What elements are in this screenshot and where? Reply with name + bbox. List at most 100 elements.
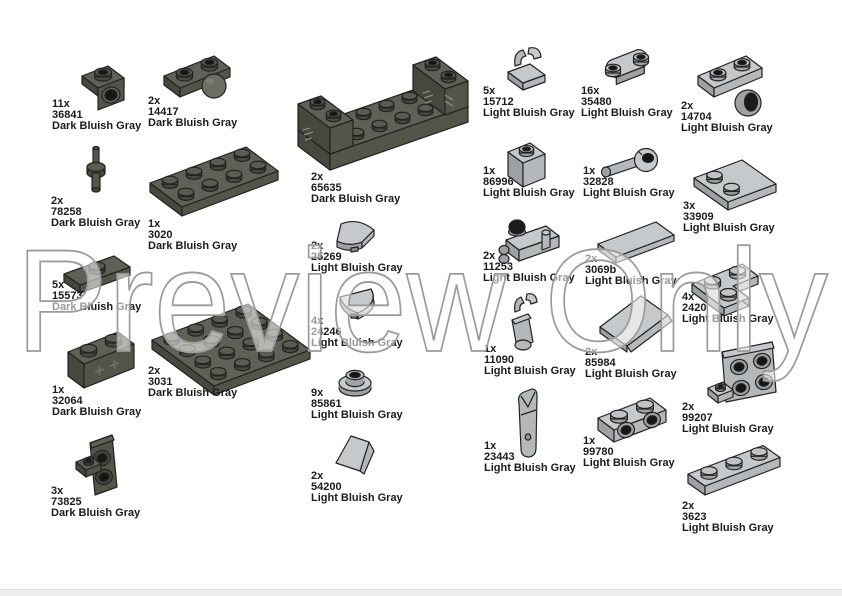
part-number: 3020 xyxy=(148,229,173,242)
part-number: 11090 xyxy=(484,354,514,367)
part-qty: 1x xyxy=(484,343,497,355)
part-number: 99207 xyxy=(682,412,713,425)
part-number: 86996 xyxy=(483,176,514,189)
part-color-name: Light Bluish Gray xyxy=(682,313,774,326)
part-color-name: Light Bluish Gray xyxy=(483,107,575,120)
part-number: 33909 xyxy=(683,211,714,224)
part-qty: 2x xyxy=(311,470,324,482)
part-number: 65635 xyxy=(311,182,342,195)
part-image-73825 xyxy=(75,434,118,496)
part-qty: 4x xyxy=(682,291,695,303)
part-color-name: Light Bluish Gray xyxy=(585,368,677,381)
part-image-33909 xyxy=(693,159,777,211)
part-number: 32828 xyxy=(583,176,614,189)
part-color-name: Light Bluish Gray xyxy=(311,262,403,275)
part-qty: 1x xyxy=(583,165,596,177)
part-image-85861 xyxy=(338,369,372,397)
part-qty: 1x xyxy=(52,384,65,396)
part-number: 25269 xyxy=(311,251,342,264)
part-color-name: Dark Bluish Gray xyxy=(148,387,238,400)
part-number: 32064 xyxy=(52,395,83,408)
part-qty: 2x xyxy=(682,500,695,512)
part-color-name: Light Bluish Gray xyxy=(311,337,403,350)
part-image-32064 xyxy=(67,331,135,389)
part-image-11090 xyxy=(511,293,538,351)
part-color-name: Light Bluish Gray xyxy=(311,409,403,422)
part-number: 85861 xyxy=(311,398,342,411)
part-color-name: Light Bluish Gray xyxy=(585,275,677,288)
part-image-15712 xyxy=(507,47,546,91)
part-qty: 2x xyxy=(682,401,695,413)
footer-bar xyxy=(0,589,842,596)
part-qty: 2x xyxy=(51,195,64,207)
part-image-36841 xyxy=(81,65,125,111)
part-image-11253 xyxy=(498,219,560,265)
part-qty: 2x xyxy=(311,240,324,252)
part-color-name: Light Bluish Gray xyxy=(484,365,576,378)
part-qty: 1x xyxy=(583,435,596,447)
part-color-name: Light Bluish Gray xyxy=(484,462,576,475)
part-number: 24246 xyxy=(311,326,342,339)
part-qty: 1x xyxy=(483,165,496,177)
part-qty: 5x xyxy=(52,279,65,291)
part-color-name: Dark Bluish Gray xyxy=(311,193,401,206)
part-number: 36841 xyxy=(52,109,83,122)
part-qty: 16x xyxy=(581,85,600,97)
part-number: 85984 xyxy=(585,357,616,370)
part-color-name: Light Bluish Gray xyxy=(311,492,403,505)
part-color-name: Light Bluish Gray xyxy=(583,457,675,470)
part-number: 15573 xyxy=(52,290,83,303)
part-color-name: Dark Bluish Gray xyxy=(51,217,141,230)
part-number: 11253 xyxy=(483,261,513,274)
part-number: 73825 xyxy=(51,496,82,509)
part-color-name: Dark Bluish Gray xyxy=(51,507,141,520)
part-image-3020 xyxy=(149,146,279,217)
part-image-15573 xyxy=(63,255,131,294)
part-number: 3031 xyxy=(148,376,173,389)
part-qty: 2x xyxy=(585,253,598,265)
part-color-name: Dark Bluish Gray xyxy=(52,301,142,314)
part-number: 35480 xyxy=(581,96,612,109)
part-color-name: Light Bluish Gray xyxy=(683,222,775,235)
part-qty: 2x xyxy=(148,365,161,377)
part-image-65635 xyxy=(297,56,469,171)
part-image-99207 xyxy=(707,341,777,404)
part-image-2420 xyxy=(691,263,759,317)
part-qty: 4x xyxy=(311,315,324,327)
part-image-14417 xyxy=(163,55,231,99)
part-image-85984 xyxy=(599,295,673,353)
part-color-name: Light Bluish Gray xyxy=(483,187,575,200)
part-image-24246 xyxy=(339,288,375,320)
part-number: 3623 xyxy=(682,511,707,524)
part-color-name: Light Bluish Gray xyxy=(681,122,773,135)
part-image-25269 xyxy=(336,220,375,253)
part-image-14704 xyxy=(697,55,763,117)
part-color-name: Light Bluish Gray xyxy=(682,522,774,535)
part-qty: 2x xyxy=(585,346,598,358)
part-number: 78258 xyxy=(51,206,82,219)
part-color-name: Light Bluish Gray xyxy=(483,272,575,285)
